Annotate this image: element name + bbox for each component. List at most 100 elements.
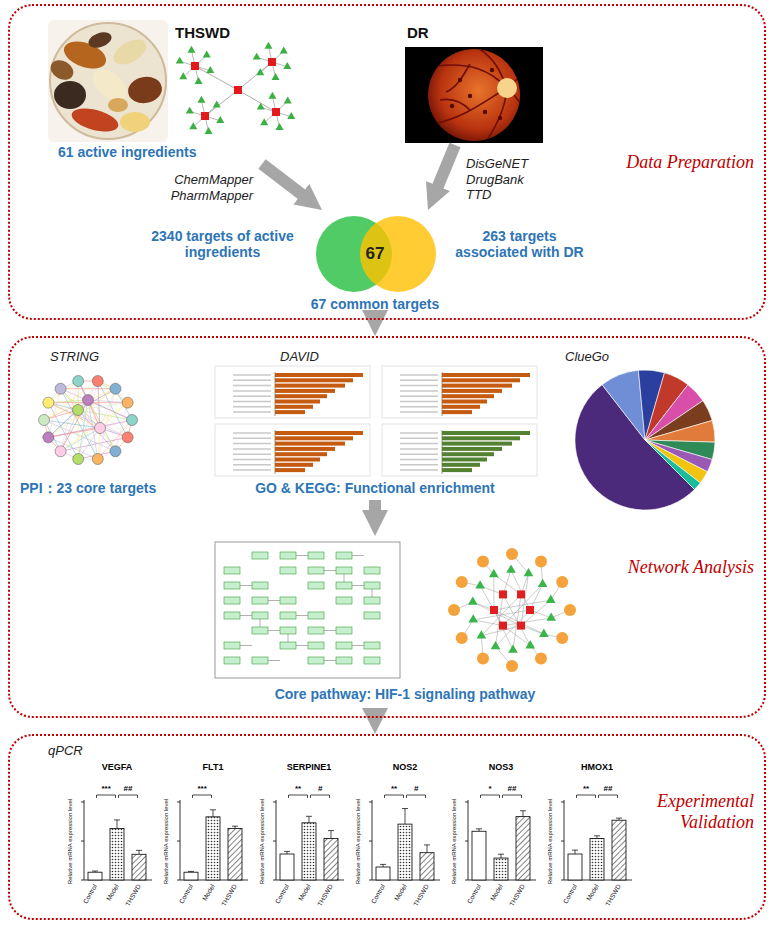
count-text: 263 targets associated with DR bbox=[452, 228, 587, 260]
enrichment-bar-charts-part bbox=[233, 406, 271, 408]
venn-diagram: 6767 common targets bbox=[300, 210, 452, 314]
significance-mark: *** bbox=[102, 784, 111, 793]
pathway-map-part bbox=[296, 645, 308, 646]
enrichment-bar-charts-part bbox=[275, 378, 353, 382]
enrichment-bar-charts-part bbox=[275, 463, 313, 467]
tool-list: ChemMapper PharmMapper bbox=[165, 172, 253, 203]
group-label: Model bbox=[201, 883, 216, 902]
core-network-part bbox=[489, 569, 499, 577]
pathway-map-part bbox=[252, 627, 268, 634]
axis-title: Relative mRNA expression level bbox=[259, 798, 266, 883]
enrichment-bar-charts-part bbox=[442, 447, 502, 451]
core-network-part bbox=[494, 600, 551, 610]
core-network-part bbox=[496, 594, 503, 646]
core-network bbox=[448, 548, 576, 672]
fundus-photo-part bbox=[405, 47, 543, 143]
count-text: 67 common targets bbox=[300, 296, 450, 312]
pathway-map-part bbox=[336, 567, 352, 574]
ingredient-network-part bbox=[268, 58, 276, 66]
pathway-map-part bbox=[224, 582, 240, 589]
qpcr-bar-chart-part bbox=[210, 809, 216, 810]
pathway-map-part bbox=[308, 567, 324, 574]
enrichment-bar-charts-part bbox=[233, 395, 271, 397]
gene-title: NOS2 bbox=[370, 762, 440, 772]
group-label: THSWD bbox=[508, 883, 526, 907]
fundus-photo-part bbox=[434, 48, 536, 142]
enrichment-bar-charts-part bbox=[233, 464, 271, 466]
pathway-map-part bbox=[252, 657, 268, 664]
core-network-part bbox=[506, 548, 518, 560]
cluego-pie-part bbox=[602, 370, 645, 440]
pathway-map-part bbox=[240, 645, 252, 646]
fundus-photo-part bbox=[497, 78, 517, 98]
fundus-photo bbox=[405, 47, 543, 143]
pathway-map-part bbox=[336, 627, 352, 634]
qpcr-bar-chart-part bbox=[575, 850, 576, 854]
fundus-photo-part-part bbox=[436, 65, 507, 88]
qpcr-bar-chart-part bbox=[110, 829, 124, 880]
qpcr-bar-chart-part bbox=[501, 854, 502, 858]
enrichment-bar-charts-part bbox=[442, 431, 530, 435]
venn-circles bbox=[316, 216, 436, 292]
pathway-map-part bbox=[324, 630, 336, 631]
count-text: 61 active ingredients bbox=[58, 144, 197, 160]
qpcr-bar-chart-part bbox=[369, 802, 372, 803]
core-network-part bbox=[526, 606, 534, 614]
pathway-map-part bbox=[224, 597, 240, 604]
qpcr-bar-chart-part bbox=[228, 829, 242, 880]
core-network-part bbox=[468, 597, 478, 605]
qpcr-bar-chart-part bbox=[369, 880, 372, 881]
formula-name: THSWD bbox=[175, 24, 230, 41]
pathway-map-part bbox=[240, 585, 252, 586]
pathway-map bbox=[215, 542, 400, 678]
enrichment-bar-charts-part bbox=[400, 443, 438, 445]
enrichment-bar-charts-part bbox=[233, 390, 271, 392]
qpcr-block: qPCRVEGFAFLT1SERPINE1NOS2NOS3HMOX1 bbox=[18, 740, 638, 915]
qpcr-bar-chart-part bbox=[516, 817, 530, 880]
ingredient-network-part bbox=[272, 73, 280, 80]
cluego-pie-part bbox=[645, 440, 700, 489]
qpcr-bar-chart-part bbox=[612, 820, 626, 880]
enrichment-bar-charts-part bbox=[233, 432, 271, 434]
qpcr-bar-chart-part bbox=[88, 872, 102, 880]
qpcr-bar-chart-part bbox=[177, 880, 180, 881]
qpcr-bar-chart-part bbox=[117, 820, 118, 829]
pathway-block: Core pathway: HIF-1 signaling pathway bbox=[200, 536, 612, 708]
enrichment-bar-charts-part bbox=[400, 390, 438, 392]
pathway-map-part bbox=[268, 660, 280, 661]
ingredient-network-part bbox=[197, 96, 205, 103]
ppi-network-part bbox=[83, 395, 94, 406]
ingredient-network-part bbox=[276, 123, 284, 130]
method-name: qPCR bbox=[48, 744, 83, 759]
herb-photo-part bbox=[48, 20, 168, 142]
ingredient-network-part bbox=[253, 53, 261, 60]
herb-photo-part bbox=[126, 74, 164, 106]
enrichment-bar-charts-part bbox=[275, 458, 320, 462]
pathway-map-part bbox=[268, 600, 280, 601]
pathway-map-part bbox=[364, 642, 380, 649]
enrichment-bar-charts-part bbox=[233, 401, 271, 403]
herb-photo-part bbox=[54, 81, 86, 109]
pathway-map-part bbox=[352, 585, 364, 586]
enrichment-bar-charts-part bbox=[275, 394, 327, 398]
count-text: 2340 targets of active ingredients bbox=[150, 228, 295, 260]
fundus-photo-part-part bbox=[440, 99, 470, 110]
qpcr-bar-chart-part bbox=[273, 841, 276, 842]
enrichment-bar-charts-part bbox=[215, 424, 370, 476]
qpcr-bar-chart-part bbox=[599, 795, 618, 798]
pathway-map-part bbox=[252, 612, 268, 619]
ingredient-network-part bbox=[257, 103, 265, 110]
ingredient-network-part bbox=[195, 66, 238, 90]
pathway-map-part bbox=[308, 552, 324, 559]
ingredient-network-part bbox=[272, 108, 280, 116]
pathway-map-part bbox=[344, 574, 345, 582]
qpcr-bar-chart-part bbox=[139, 850, 140, 854]
ingredient-network-part bbox=[189, 122, 197, 129]
flow-arrow bbox=[369, 708, 381, 714]
qpcr-bar-chart-part bbox=[188, 871, 194, 872]
qpcr-bar-chart-part bbox=[92, 871, 98, 872]
bar-chart: NOS3 bbox=[446, 762, 538, 912]
ingredient-network-part bbox=[280, 46, 288, 53]
